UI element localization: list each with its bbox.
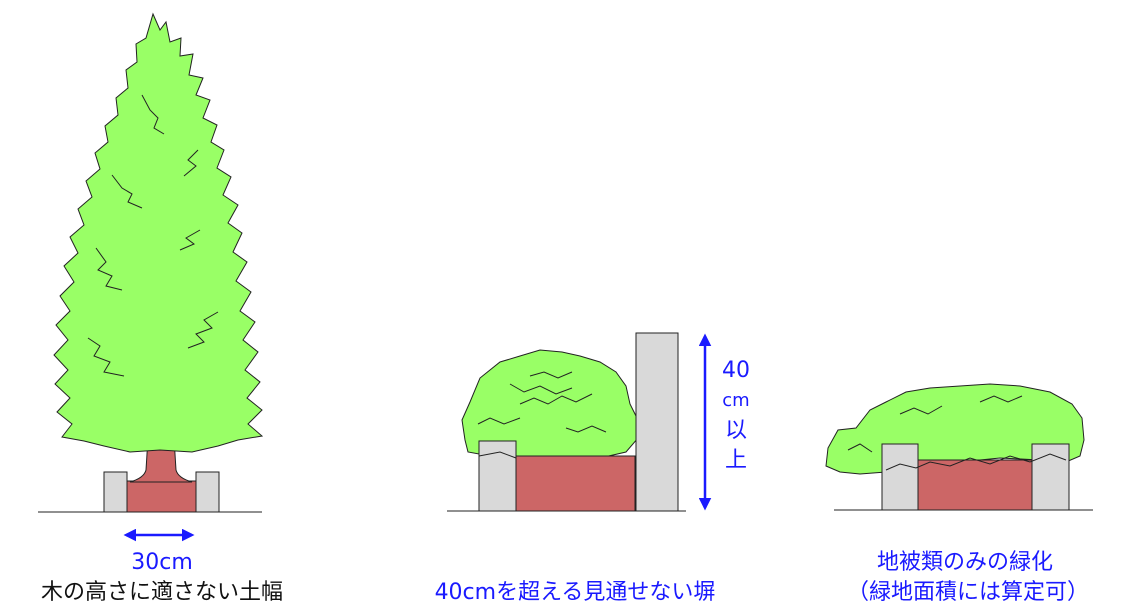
tall-wall [635,332,679,512]
tree-crown [53,12,264,453]
caption-wall: 40cmを超える見通せない塀 [434,580,716,605]
soil-bed [124,480,198,513]
caption-tree: 木の高さに適さない土幅 [40,580,283,605]
curb-left [103,471,128,513]
height-label-1: 40 [722,358,750,383]
curb-right [195,471,220,513]
height-label-3: 以 [724,418,747,443]
height-label: 40 cm 以 上 [714,358,758,474]
height-label-2: cm [722,390,750,411]
curb-left [881,443,919,511]
panel-groundcover [825,383,1093,511]
height-label-4: 上 [724,448,747,473]
tree-trunk [129,437,193,483]
caption-groundcover-1: 地被類のみの緑化 [876,550,1053,575]
curb-right [1031,443,1070,511]
curb-left [478,440,517,512]
width-label: 30cm [131,550,193,575]
panel-tree-narrow-soil [38,12,264,513]
panel-shrub-wall [447,332,686,512]
caption-groundcover-2: （緑地面積には算定可） [846,580,1089,605]
soil-bed [917,459,1035,511]
soil-bed [515,455,636,512]
